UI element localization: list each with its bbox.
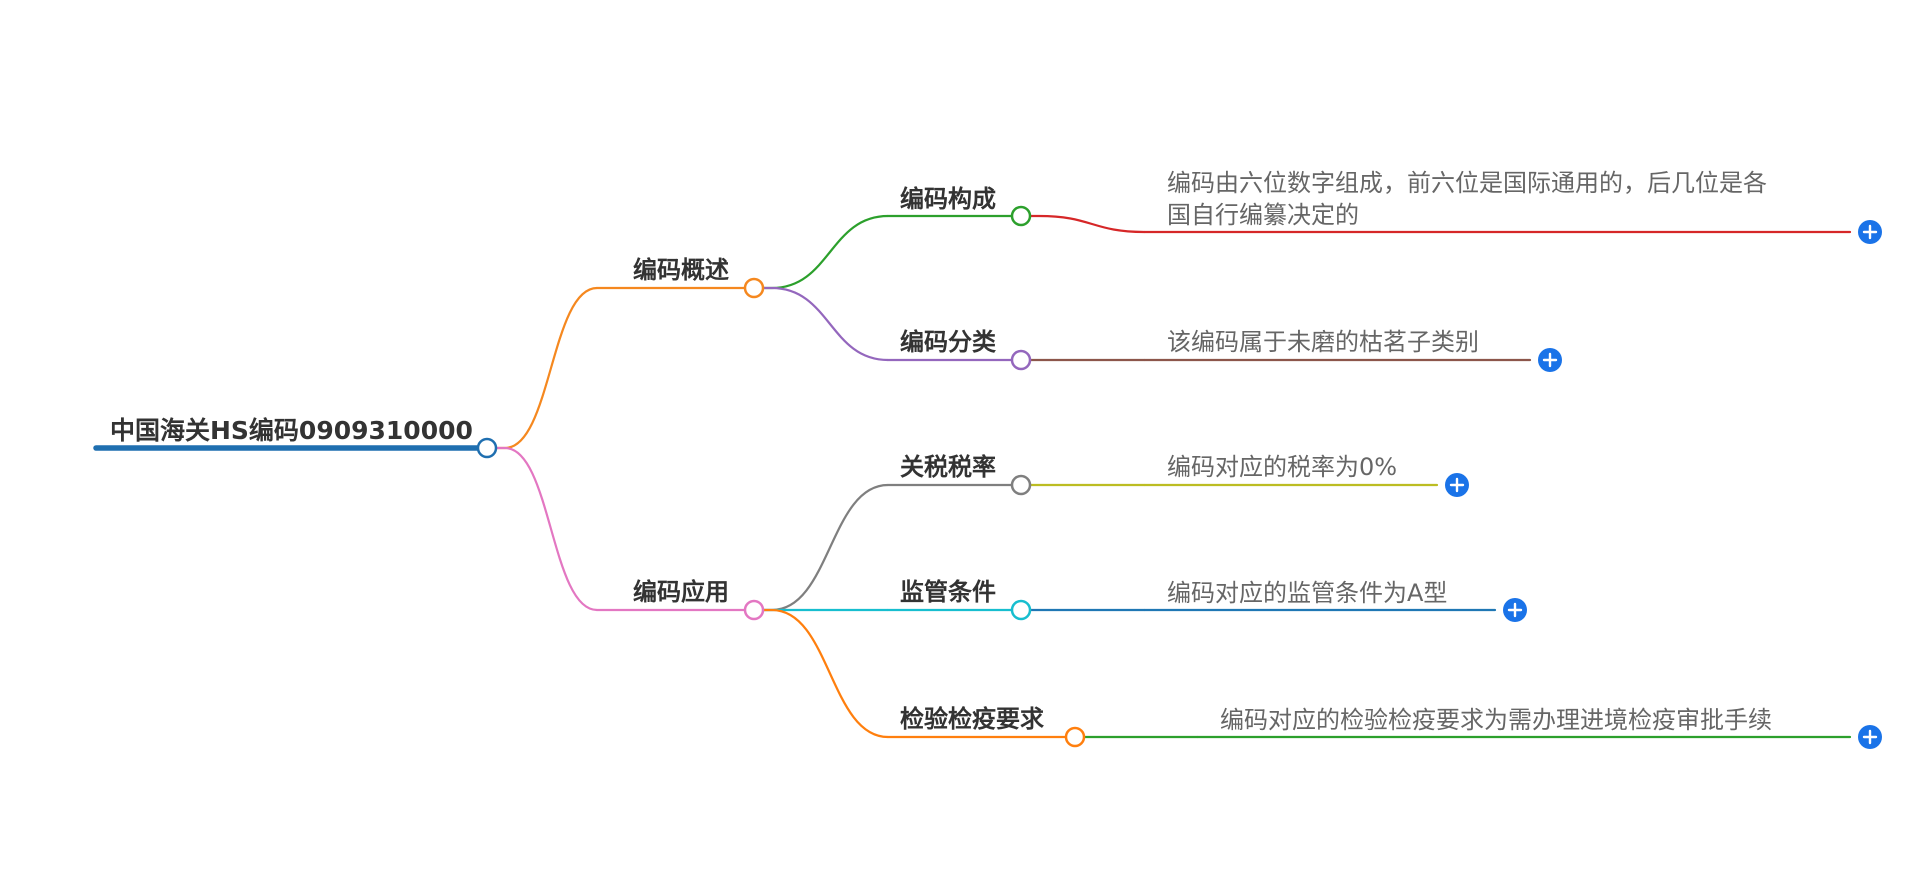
- connector-overview-to-classification: [754, 286, 889, 362]
- leaf-detail-structure-line-1: 编码由六位数字组成，前六位是国际通用的，后几位是各: [1167, 169, 1767, 197]
- expand-button-classification[interactable]: [1538, 348, 1562, 372]
- collapse-toggle-root[interactable]: [476, 437, 498, 459]
- plus-icon: [1862, 729, 1878, 745]
- collapse-toggle-structure[interactable]: [1010, 205, 1032, 227]
- leaf-detail-classification[interactable]: 该编码属于未磨的枯茗子类别: [1167, 328, 1479, 356]
- mindmap-connectors: [487, 214, 1198, 739]
- leaf-detail-structure[interactable]: 编码由六位数字组成，前六位是国际通用的，后几位是各 国自行编纂决定的: [1167, 167, 1767, 231]
- expand-button-inspection[interactable]: [1858, 725, 1882, 749]
- root-node-label[interactable]: 中国海关HS编码0909310000: [110, 416, 473, 445]
- collapse-toggle-application[interactable]: [743, 599, 765, 621]
- connector-application-to-tariff-rate: [754, 483, 889, 612]
- plus-icon: [1507, 602, 1523, 618]
- connector-root-to-overview: [487, 286, 598, 450]
- collapse-toggle-supervision[interactable]: [1010, 599, 1032, 621]
- subnode-label-structure[interactable]: 编码构成: [900, 185, 996, 213]
- branch-node-label-overview[interactable]: 编码概述: [633, 256, 729, 284]
- connector-structure-to-detail: [1021, 214, 1146, 234]
- expand-button-structure[interactable]: [1858, 220, 1882, 244]
- subnode-label-supervision[interactable]: 监管条件: [900, 578, 996, 606]
- connector-root-to-application: [487, 446, 598, 612]
- mindmap-node-markers: [476, 205, 1882, 749]
- leaf-detail-inspection[interactable]: 编码对应的检验检疫要求为需办理进境检疫审批手续: [1220, 706, 1772, 734]
- leaf-detail-supervision[interactable]: 编码对应的监管条件为A型: [1167, 579, 1448, 607]
- collapse-toggle-overview[interactable]: [743, 277, 765, 299]
- leaf-detail-tariff-rate[interactable]: 编码对应的税率为0%: [1167, 453, 1398, 481]
- collapse-toggle-classification[interactable]: [1010, 349, 1032, 371]
- leaf-detail-structure-line-2: 国自行编纂决定的: [1167, 201, 1359, 229]
- plus-icon: [1862, 224, 1878, 240]
- connector-overview-to-structure: [754, 214, 889, 290]
- mindmap-underlines: [93, 214, 1852, 739]
- plus-icon: [1449, 477, 1465, 493]
- expand-button-tariff-rate[interactable]: [1445, 473, 1469, 497]
- subnode-label-inspection[interactable]: 检验检疫要求: [900, 705, 1044, 733]
- branch-node-label-application[interactable]: 编码应用: [633, 578, 729, 606]
- collapse-toggle-tariff-rate[interactable]: [1010, 474, 1032, 496]
- subnode-label-tariff-rate[interactable]: 关税税率: [900, 453, 996, 481]
- connector-application-to-inspection: [754, 608, 889, 739]
- plus-icon: [1542, 352, 1558, 368]
- subnode-label-classification[interactable]: 编码分类: [900, 328, 996, 356]
- expand-button-supervision[interactable]: [1503, 598, 1527, 622]
- collapse-toggle-inspection[interactable]: [1064, 726, 1086, 748]
